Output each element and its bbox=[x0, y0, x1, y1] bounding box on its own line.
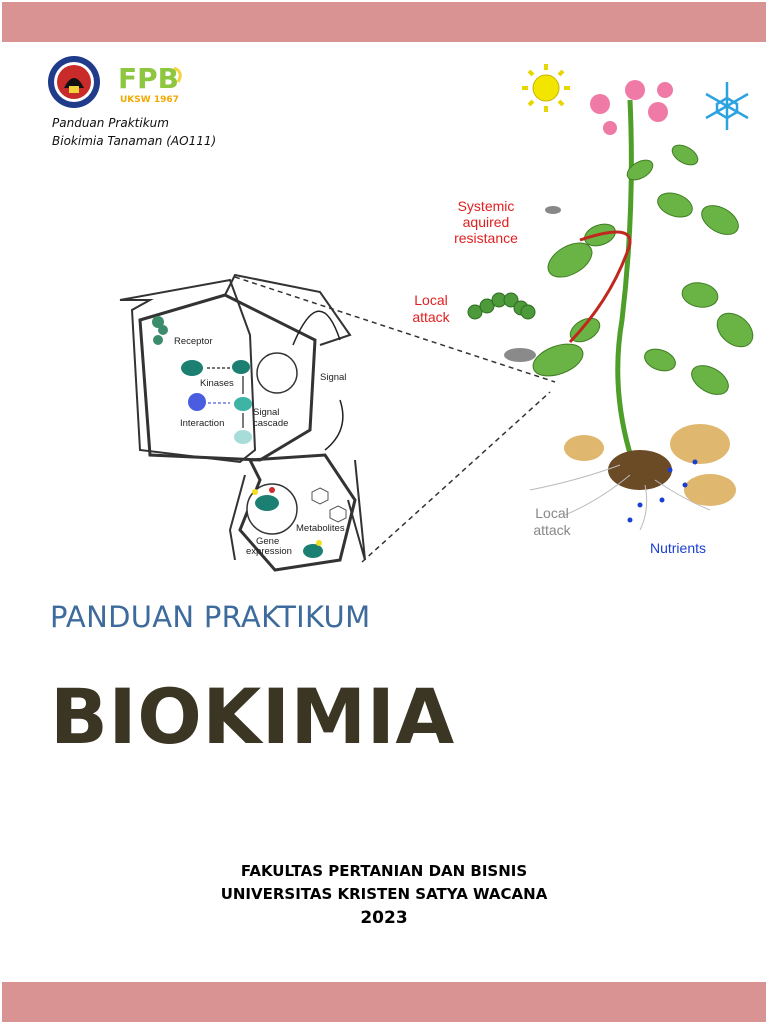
receptor-icon bbox=[181, 360, 203, 376]
faculty-name: FAKULTAS PERTANIAN DAN BISNIS bbox=[240, 862, 528, 880]
flower-icons bbox=[590, 80, 673, 135]
fpb-logo-text: FPB bbox=[118, 62, 179, 95]
plant-stem bbox=[615, 99, 635, 461]
publisher-block: FAKULTAS PERTANIAN DAN BISNIS UNIVERSITA… bbox=[0, 860, 768, 930]
label-nutrients: Nutrients bbox=[650, 540, 706, 556]
bottom-band bbox=[2, 982, 766, 1022]
illustration-svg: Receptor Kinases Interaction Signal casc… bbox=[119, 64, 754, 572]
label-interaction: Interaction bbox=[180, 418, 224, 429]
metabolite-icon bbox=[311, 487, 329, 505]
nucleus-icon bbox=[256, 352, 298, 394]
label-systemic-1: Systemic bbox=[458, 198, 515, 214]
cell-wall-right bbox=[347, 459, 366, 561]
guide-line-2: Biokimia Tanaman (AO111) bbox=[52, 134, 217, 148]
cover-subtitle: PANDUAN PRAKTIKUM bbox=[50, 600, 371, 634]
publication-year: 2023 bbox=[360, 908, 408, 928]
pathogen-icon bbox=[152, 316, 164, 328]
cell-wall-lower bbox=[228, 474, 246, 561]
tuber-icon bbox=[564, 435, 604, 461]
cell-wall-top bbox=[224, 273, 352, 346]
label-signal-cascade-2: cascade bbox=[253, 418, 288, 429]
systemic-resistance-arrow bbox=[568, 230, 632, 344]
metabolite-enzyme-icon bbox=[303, 544, 323, 558]
fpb-logo: FPB UKSW 1967 bbox=[118, 62, 182, 105]
label-systemic-3: resistance bbox=[454, 230, 518, 246]
transcription-factor-icon bbox=[255, 495, 279, 511]
tuber-icon-3 bbox=[684, 474, 736, 506]
snowflake-icon bbox=[705, 82, 749, 130]
cascade-node-icon bbox=[234, 397, 252, 411]
cover-title: BIOKIMIA bbox=[50, 672, 455, 761]
cell-wall-upper bbox=[119, 278, 257, 464]
leaf-icons bbox=[532, 144, 754, 395]
plant-signaling-illustration: Receptor Kinases Interaction Signal casc… bbox=[110, 60, 760, 600]
label-local-attack-top-2: attack bbox=[412, 309, 450, 325]
cascade-node-2-icon bbox=[234, 430, 252, 444]
tuber-icon-2 bbox=[670, 424, 730, 464]
label-local-attack-bottom-2: attack bbox=[533, 522, 571, 538]
kinase-icon bbox=[232, 360, 250, 374]
label-signal: Signal bbox=[320, 372, 346, 383]
label-local-attack-bottom-1: Local bbox=[535, 505, 568, 521]
dashed-line-bottom bbox=[361, 391, 551, 563]
signal-arrow bbox=[292, 310, 341, 346]
nutrient-dots bbox=[627, 459, 698, 523]
signal-arrow-2 bbox=[324, 399, 344, 451]
guide-line-1: Panduan Praktikum bbox=[52, 116, 169, 130]
label-kinases: Kinases bbox=[200, 378, 234, 389]
slug-icon bbox=[504, 348, 536, 362]
uksw-logo bbox=[48, 56, 100, 108]
guide-caption: Panduan Praktikum Biokimia Tanaman (AO11… bbox=[52, 114, 216, 150]
soil-root-ball bbox=[608, 450, 672, 490]
label-systemic-2: aquired bbox=[463, 214, 510, 230]
label-metabolites: Metabolites bbox=[296, 523, 345, 534]
label-local-attack-top-1: Local bbox=[414, 292, 447, 308]
dashed-line-top bbox=[234, 276, 556, 383]
top-band bbox=[2, 2, 766, 42]
sun-icon bbox=[522, 64, 570, 112]
label-signal-cascade-1: Signal bbox=[253, 407, 279, 418]
interaction-icon bbox=[188, 393, 206, 411]
label-receptor: Receptor bbox=[174, 336, 213, 347]
fpb-logo-subtext: UKSW 1967 bbox=[120, 95, 179, 105]
insect-icon bbox=[545, 206, 561, 214]
label-gene-expression-2: expression bbox=[246, 546, 292, 557]
university-name: UNIVERSITAS KRISTEN SATYA WACANA bbox=[220, 885, 548, 903]
label-gene-expression-1: Gene bbox=[256, 536, 279, 547]
root-lines bbox=[529, 464, 711, 531]
logo-group: FPB UKSW 1967 bbox=[46, 54, 196, 114]
caterpillar-icon bbox=[467, 292, 536, 320]
